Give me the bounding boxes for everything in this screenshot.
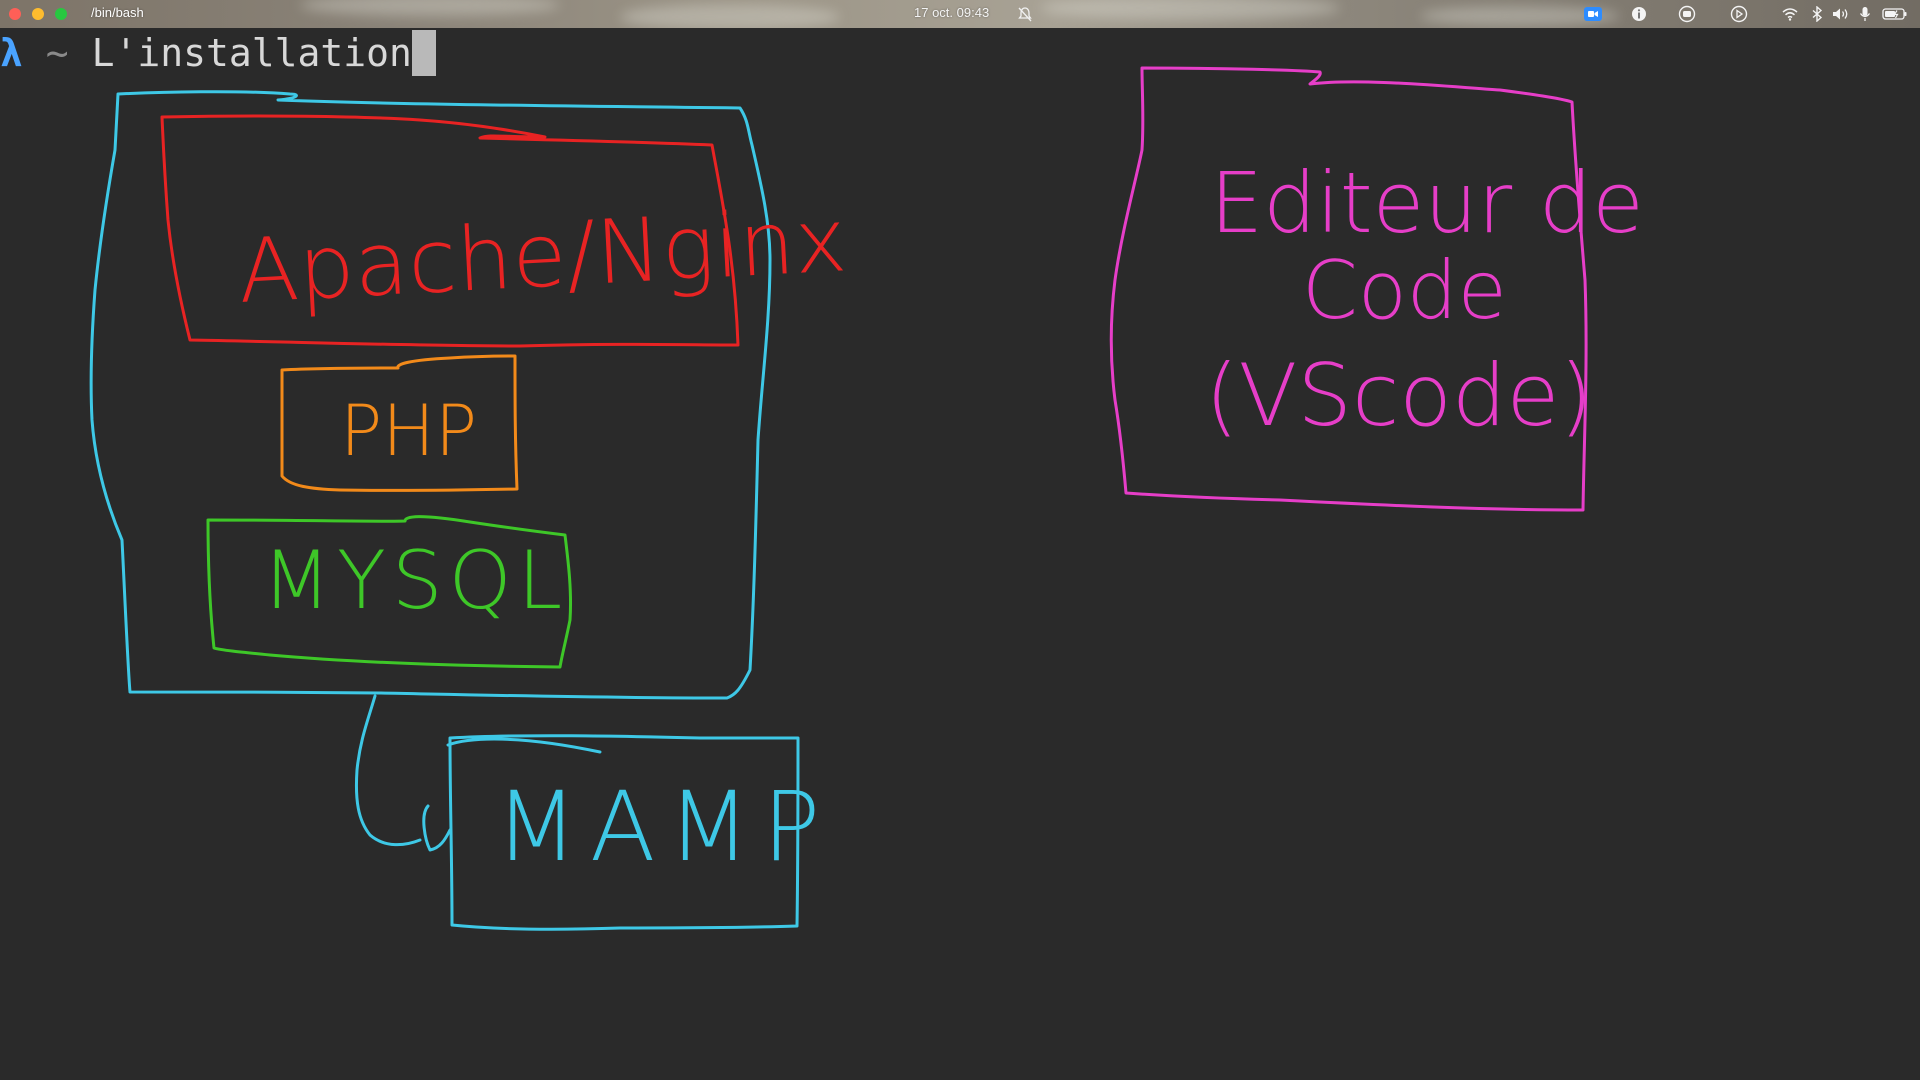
wallpaper-cloud xyxy=(300,0,560,16)
window-minimize-button[interactable] xyxy=(32,8,44,20)
editor-label-line2: Code xyxy=(1302,244,1507,337)
wallpaper-cloud xyxy=(1040,0,1340,20)
mamp-box-outline xyxy=(446,734,800,931)
wallpaper-cloud xyxy=(1420,6,1620,26)
info-icon[interactable] xyxy=(1628,5,1650,23)
php-box-outline xyxy=(280,354,519,492)
editor-label-line1: Editeur de xyxy=(1210,154,1644,252)
php-label: PHP xyxy=(340,390,477,472)
microphone-icon[interactable] xyxy=(1856,5,1874,23)
mysql-label: MYSQL xyxy=(262,534,568,627)
wifi-icon[interactable] xyxy=(1780,5,1800,23)
apache-label: Apache/Nginx xyxy=(236,188,849,323)
wallpaper-cloud xyxy=(620,4,840,28)
window-title: /bin/bash xyxy=(91,5,144,20)
battery-icon[interactable] xyxy=(1880,5,1910,23)
prompt-symbol: λ xyxy=(0,31,23,75)
volume-icon[interactable] xyxy=(1830,5,1852,23)
prompt-command: L'installation xyxy=(91,31,412,75)
editor-label-line3: (VScode) xyxy=(1205,346,1593,446)
bluetooth-icon[interactable] xyxy=(1808,5,1826,23)
mamp-connector xyxy=(354,694,452,852)
mysql-box-outline xyxy=(206,515,573,669)
chat-icon[interactable] xyxy=(1676,5,1698,23)
apache-box-outline xyxy=(160,114,740,348)
window-maximize-button[interactable] xyxy=(55,8,67,20)
activity-icon[interactable] xyxy=(1728,5,1750,23)
menubar-clock[interactable]: 17 oct. 09:43 xyxy=(914,5,990,20)
zoom-icon[interactable] xyxy=(1582,5,1604,23)
window-close-button[interactable] xyxy=(9,8,21,20)
editor-box-outline xyxy=(1109,66,1588,512)
mamp-container-outline xyxy=(89,90,772,700)
terminal-cursor xyxy=(411,30,436,76)
mamp-label: MAMP xyxy=(495,771,832,883)
prompt-cwd: ~ xyxy=(45,31,69,75)
window-titlebar: /bin/bash 17 oct. 09:43 xyxy=(0,0,1920,28)
do-not-disturb-icon[interactable] xyxy=(1014,5,1036,23)
terminal-prompt[interactable]: λ ~ L'installation xyxy=(0,28,436,78)
